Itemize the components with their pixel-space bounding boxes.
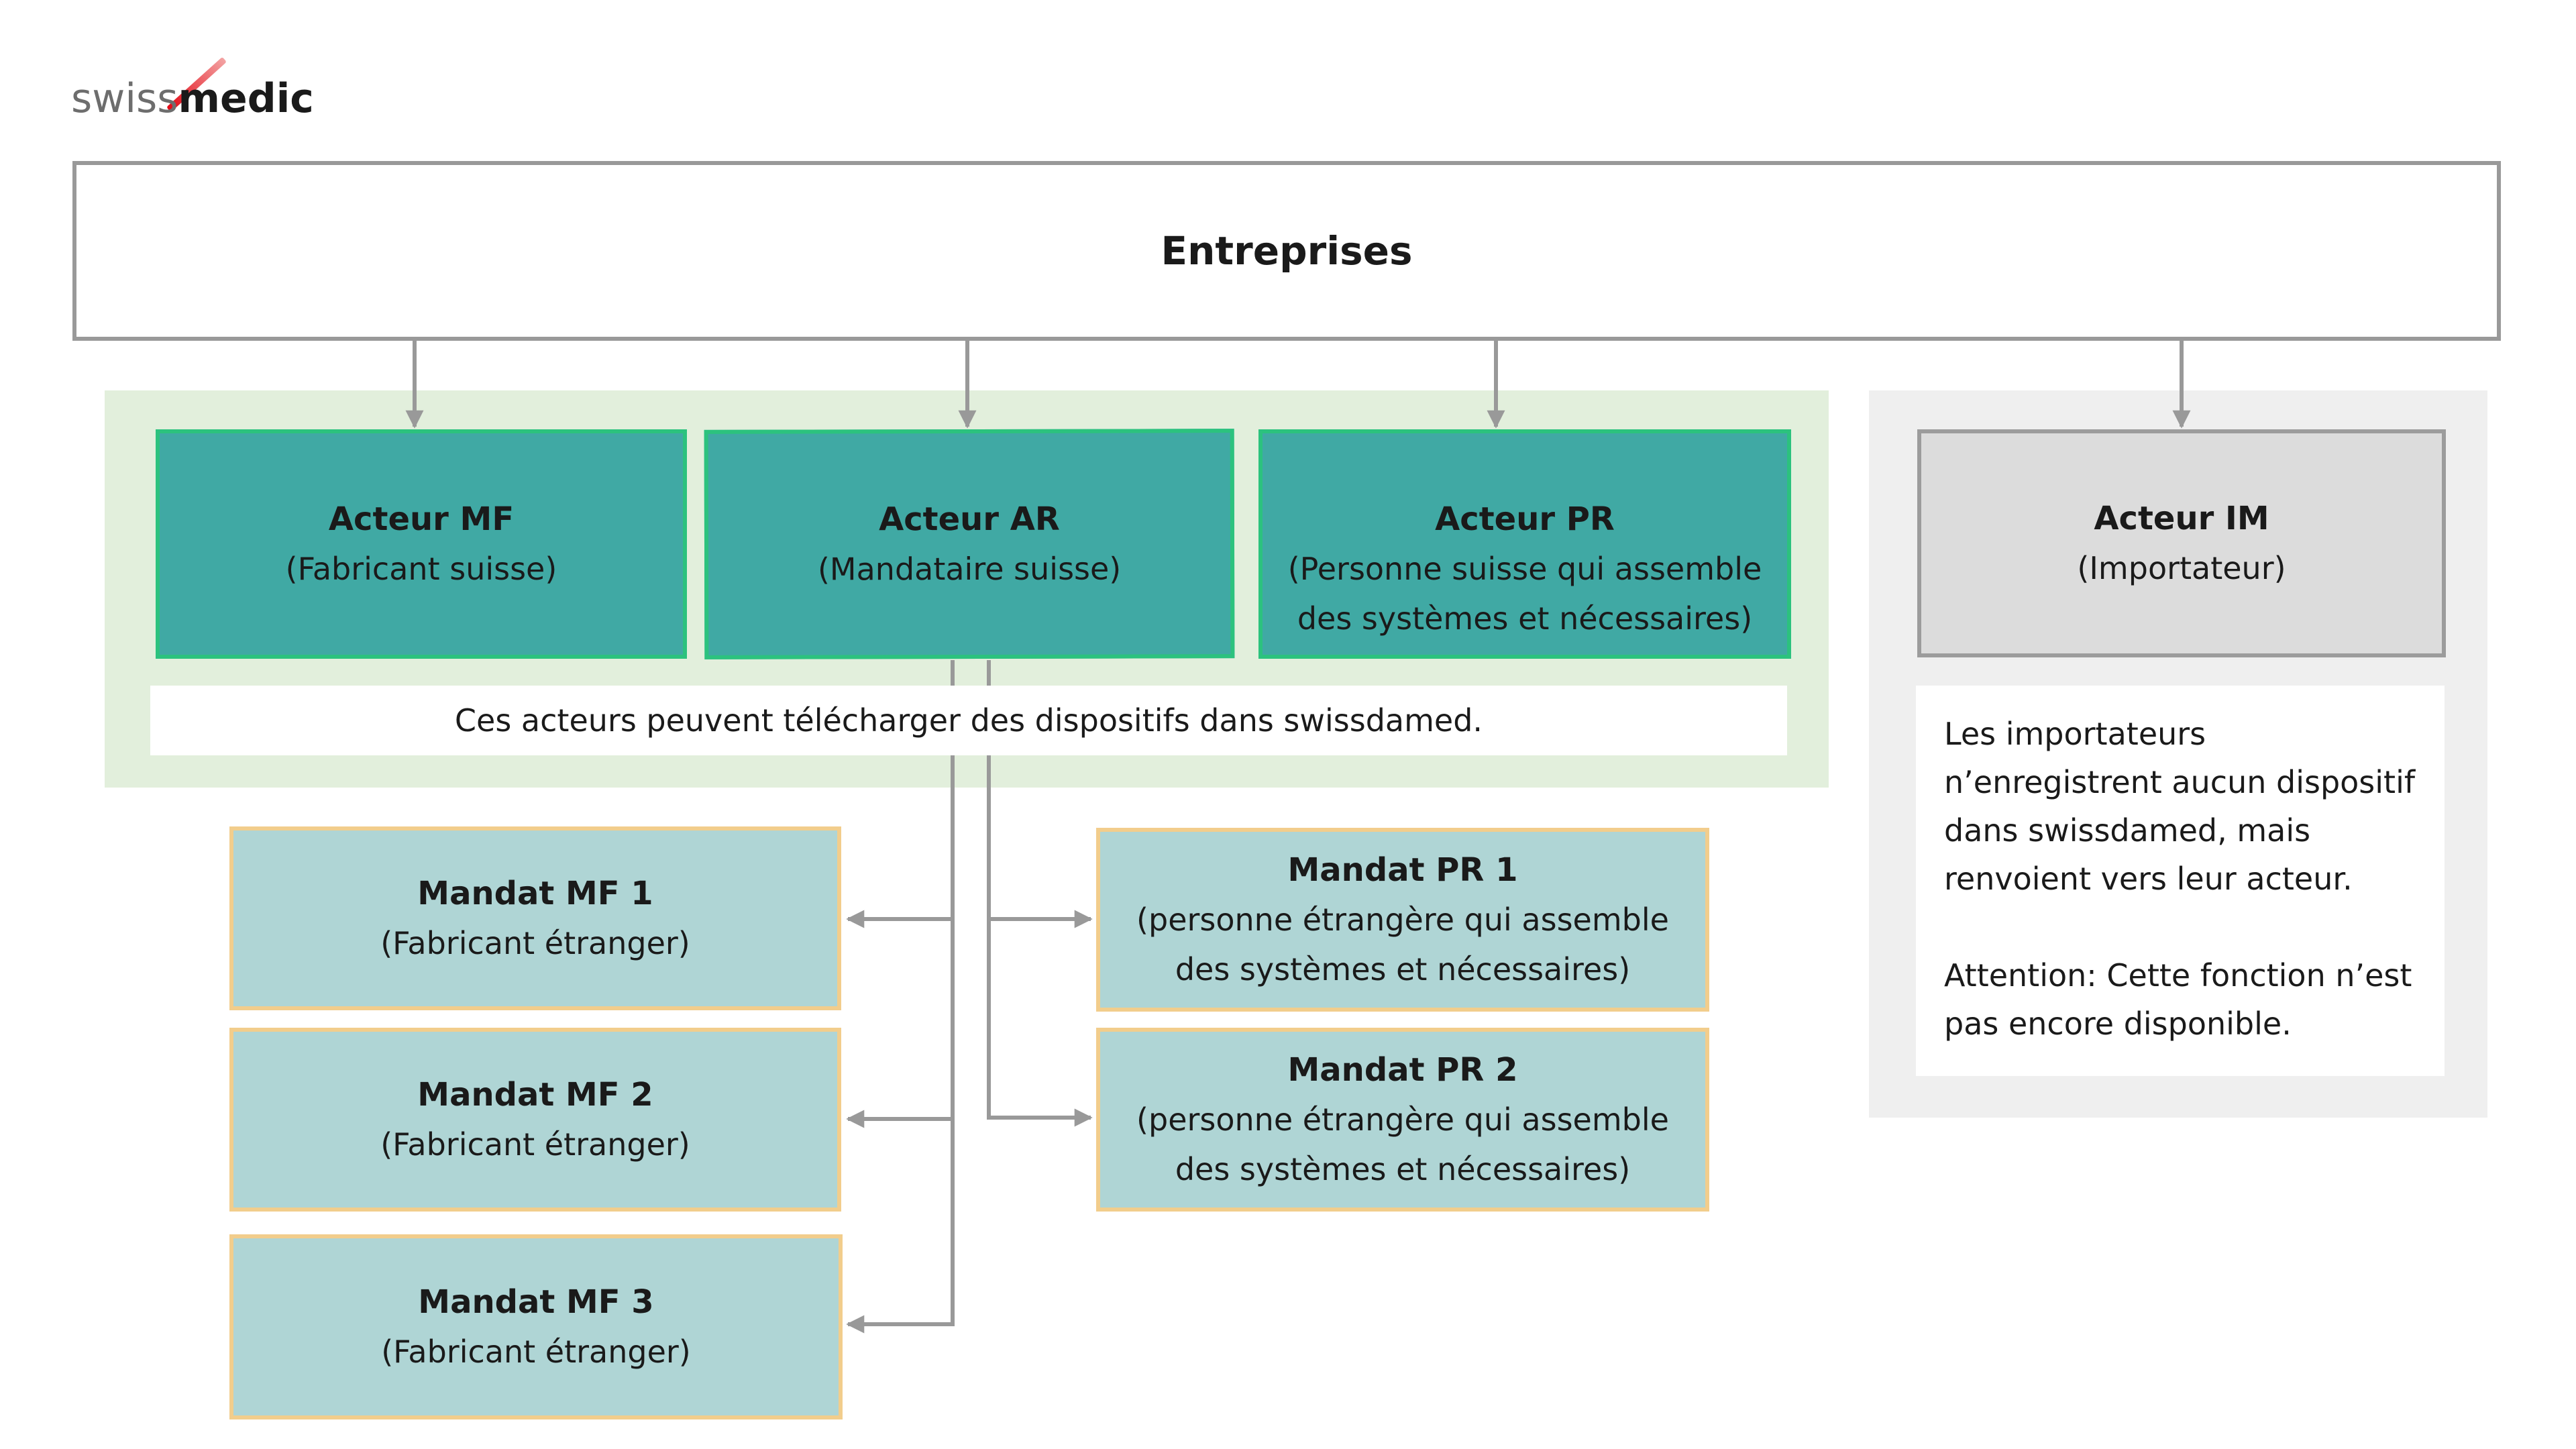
actor-pr-subtitle-line1: (Personne suisse qui assemble [1287,551,1762,587]
mandate-pr-1-subtitle-line2: des systèmes et nécessaires) [1175,951,1631,987]
actor-pr-box: Acteur PR (Personne suisse qui assemble … [1258,429,1791,659]
mandate-mf-3-subtitle: (Fabricant étranger) [381,1334,691,1370]
mandate-pr-2-subtitle-line1: (personne étrangère qui assemble [1136,1102,1669,1138]
entreprises-box: Entreprises [72,161,2501,341]
actor-ar-subtitle: (Mandataire suisse) [817,550,1122,588]
upload-note: Ces acteurs peuvent télécharger des disp… [150,686,1787,755]
mandate-pr-1-subtitle-line1: (personne étrangère qui assemble [1136,902,1669,938]
importer-note: Les importateurs n’enregistrent aucun di… [1916,686,2445,1076]
importer-note-paragraph-2: Attention: Cette fonction n’est pas enco… [1944,957,2412,1042]
mandate-mf-2-box: Mandat MF 2 (Fabricant étranger) [229,1028,841,1212]
mandate-mf-1-box: Mandat MF 1 (Fabricant étranger) [229,826,841,1010]
logo-wordmark: swissmedic [71,75,314,122]
importer-note-paragraph-1: Les importateurs n’enregistrent aucun di… [1944,716,2416,897]
actor-ar-box: Acteur AR (Mandataire suisse) [704,429,1235,659]
mandate-mf-1-title: Mandat MF 1 [417,875,653,912]
actor-im-box: Acteur IM (Importateur) [1917,429,2446,657]
actor-mf-subtitle: (Fabricant suisse) [285,551,557,587]
actor-ar-title: Acteur AR [878,500,1060,539]
mandate-pr-1-box: Mandat PR 1 (personne étrangère qui asse… [1096,828,1709,1012]
logo-part-swiss: swiss [71,75,178,122]
mandate-mf-3-box: Mandat MF 3 (Fabricant étranger) [229,1234,843,1419]
mandate-mf-2-subtitle: (Fabricant étranger) [380,1126,690,1163]
mandate-mf-1-subtitle: (Fabricant étranger) [380,925,690,961]
mandate-pr-2-subtitle-line2: des systèmes et nécessaires) [1175,1151,1631,1187]
mandate-pr-2-title: Mandat PR 2 [1287,1051,1518,1089]
logo-part-medic: medic [178,75,314,122]
actor-mf-box: Acteur MF (Fabricant suisse) [156,429,687,659]
mandate-mf-3-title: Mandat MF 3 [418,1283,654,1321]
actor-mf-title: Acteur MF [328,500,515,538]
upload-note-text: Ces acteurs peuvent télécharger des disp… [454,702,1483,739]
actor-im-title: Acteur IM [2094,500,2269,537]
arrow-to-mandate-mf-3 [846,755,955,1334]
mandate-pr-2-box: Mandat PR 2 (personne étrangère qui asse… [1096,1028,1709,1212]
actor-pr-title: Acteur PR [1435,500,1615,538]
mandate-mf-2-title: Mandat MF 2 [417,1076,653,1114]
swissmedic-logo: swissmedic [71,40,314,122]
actor-pr-subtitle-line2: des systèmes et nécessaires) [1297,600,1753,637]
arrow-to-mandate-pr-2 [987,755,1093,1127]
mandate-pr-1-title: Mandat PR 1 [1287,851,1518,889]
entreprises-label: Entreprises [1161,228,1413,274]
actor-im-subtitle: (Importateur) [2077,550,2286,586]
